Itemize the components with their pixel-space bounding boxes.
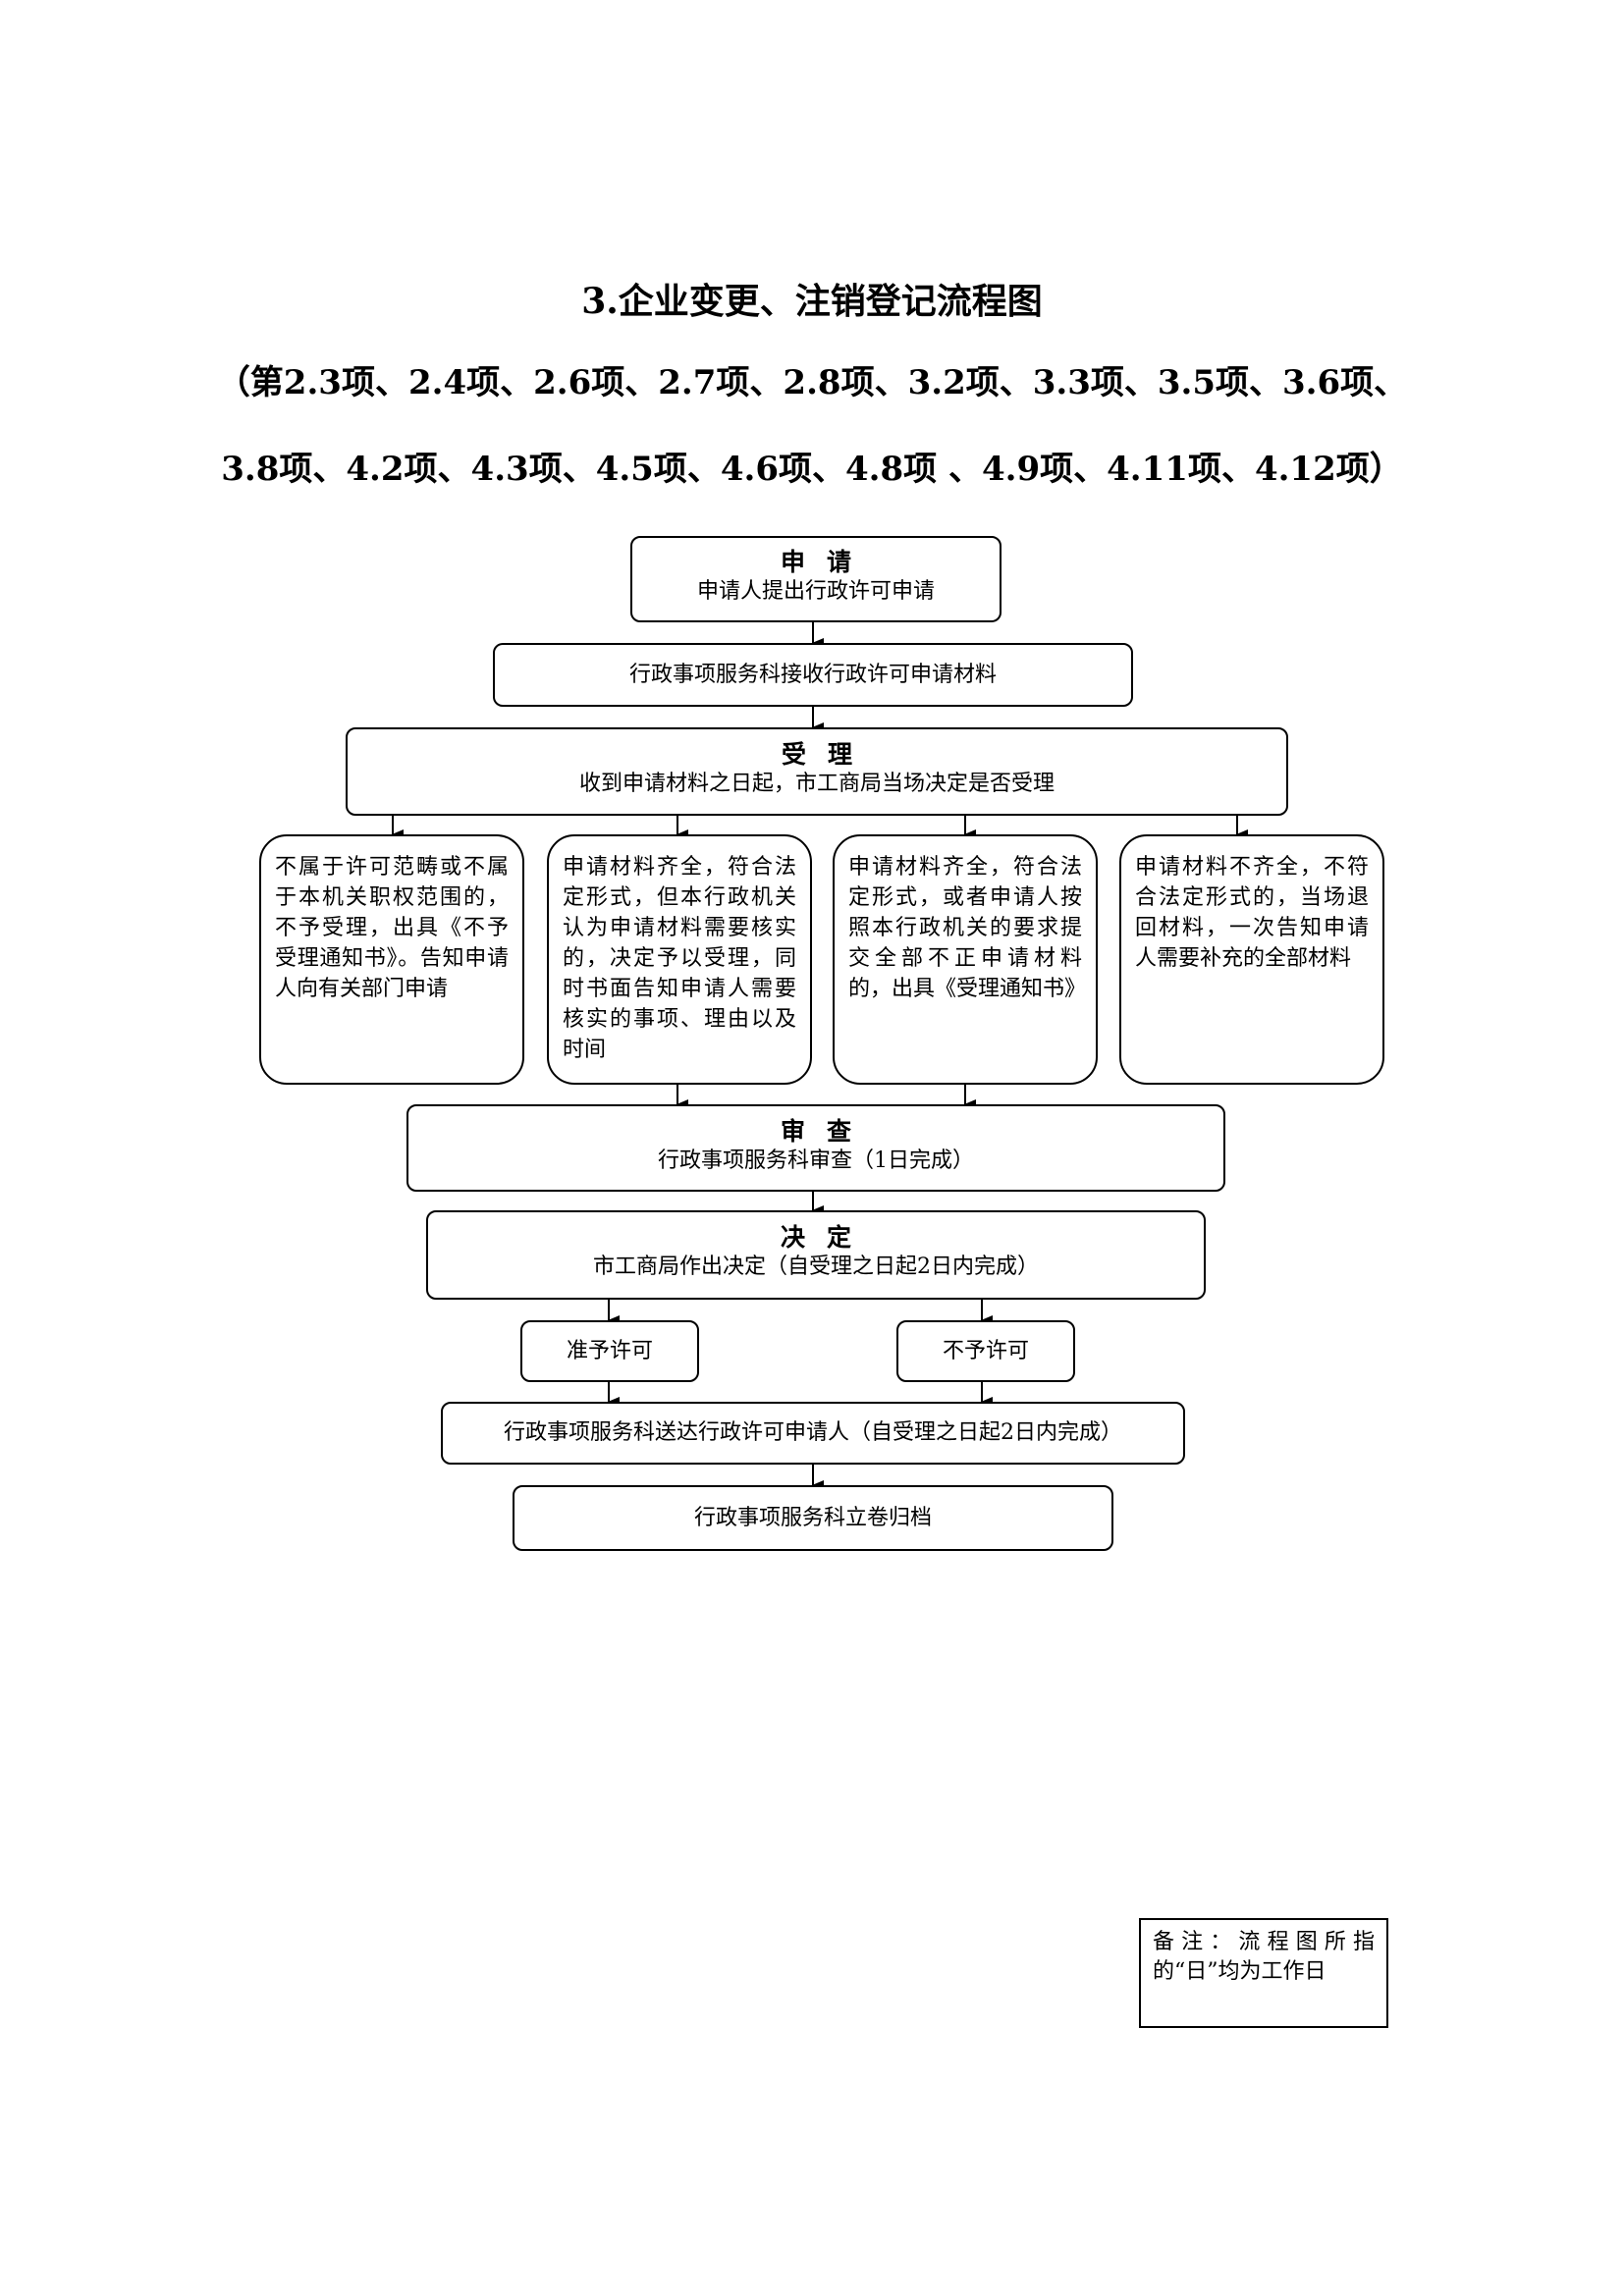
- diagram-title: 3.企业变更、注销登记流程图: [581, 281, 1043, 322]
- note-text: 备注：流程图所指的“日”均为工作日: [1153, 1930, 1375, 1984]
- branch-return-box: 申请材料不齐全，不符合法定形式的，当场退回材料，一次告知申请人需要补充的全部材料: [1119, 834, 1384, 1085]
- accept-heading: 受理: [781, 740, 874, 769]
- branch-accept-text: 申请材料齐全，符合法定形式，或者申请人按照本行政机关的要求提交全部不正申请材料的…: [848, 855, 1087, 1001]
- branch-verify-text: 申请材料齐全，符合法定形式，但本行政机关认为申请材料需要核实的，决定予以受理，同…: [563, 855, 796, 1062]
- decide-heading: 决定: [780, 1223, 873, 1252]
- apply-text: 申请人提出行政许可申请: [696, 579, 935, 604]
- branch-reject-box: 不属于许可范畴或不属于本机关职权范围的，不予受理，出具《不予受理通知书》。告知申…: [259, 834, 524, 1085]
- archive-text: 行政事项服务科立卷归档: [693, 1506, 932, 1530]
- items-line-1: （第2.3项、2.4项、2.6项、2.7项、2.8项、3.2项、3.3项、3.5…: [216, 363, 1408, 402]
- receive-text: 行政事项服务科接收行政许可申请材料: [628, 663, 997, 687]
- grant-box: 准予许可: [520, 1320, 699, 1382]
- apply-box: 申请 申请人提出行政许可申请: [630, 536, 1001, 622]
- accept-text: 收到申请材料之日起，市工商局当场决定是否受理: [578, 772, 1055, 796]
- decide-text: 市工商局作出决定（自受理之日起2日内完成）: [593, 1255, 1039, 1279]
- note-box: 备注：流程图所指的“日”均为工作日: [1139, 1918, 1388, 2028]
- accept-box: 受理 收到申请材料之日起，市工商局当场决定是否受理: [346, 727, 1288, 816]
- deliver-box: 行政事项服务科送达行政许可申请人（自受理之日起2日内完成）: [441, 1402, 1185, 1465]
- apply-heading: 申请: [780, 548, 873, 576]
- receive-box: 行政事项服务科接收行政许可申请材料: [493, 643, 1133, 707]
- branch-verify-box: 申请材料齐全，符合法定形式，但本行政机关认为申请材料需要核实的，决定予以受理，同…: [547, 834, 812, 1085]
- review-text: 行政事项服务科审查（1日完成）: [658, 1148, 974, 1173]
- deny-box: 不予许可: [896, 1320, 1075, 1382]
- branch-accept-box: 申请材料齐全，符合法定形式，或者申请人按照本行政机关的要求提交全部不正申请材料的…: [833, 834, 1098, 1085]
- branch-return-text: 申请材料不齐全，不符合法定形式的，当场退回材料，一次告知申请人需要补充的全部材料: [1135, 855, 1369, 971]
- deliver-text: 行政事项服务科送达行政许可申请人（自受理之日起2日内完成）: [504, 1420, 1122, 1445]
- archive-box: 行政事项服务科立卷归档: [513, 1485, 1113, 1551]
- review-heading: 审查: [780, 1117, 873, 1146]
- items-line-2: 3.8项、4.2项、4.3项、4.5项、4.6项、4.8项 、4.9项、4.11…: [221, 450, 1403, 489]
- branch-reject-text: 不属于许可范畴或不属于本机关职权范围的，不予受理，出具《不予受理通知书》。告知申…: [275, 855, 509, 1001]
- review-box: 审查 行政事项服务科审查（1日完成）: [406, 1104, 1225, 1192]
- deny-text: 不予许可: [942, 1339, 1029, 1363]
- decide-box: 决定 市工商局作出决定（自受理之日起2日内完成）: [426, 1210, 1206, 1300]
- grant-text: 准予许可: [566, 1339, 653, 1363]
